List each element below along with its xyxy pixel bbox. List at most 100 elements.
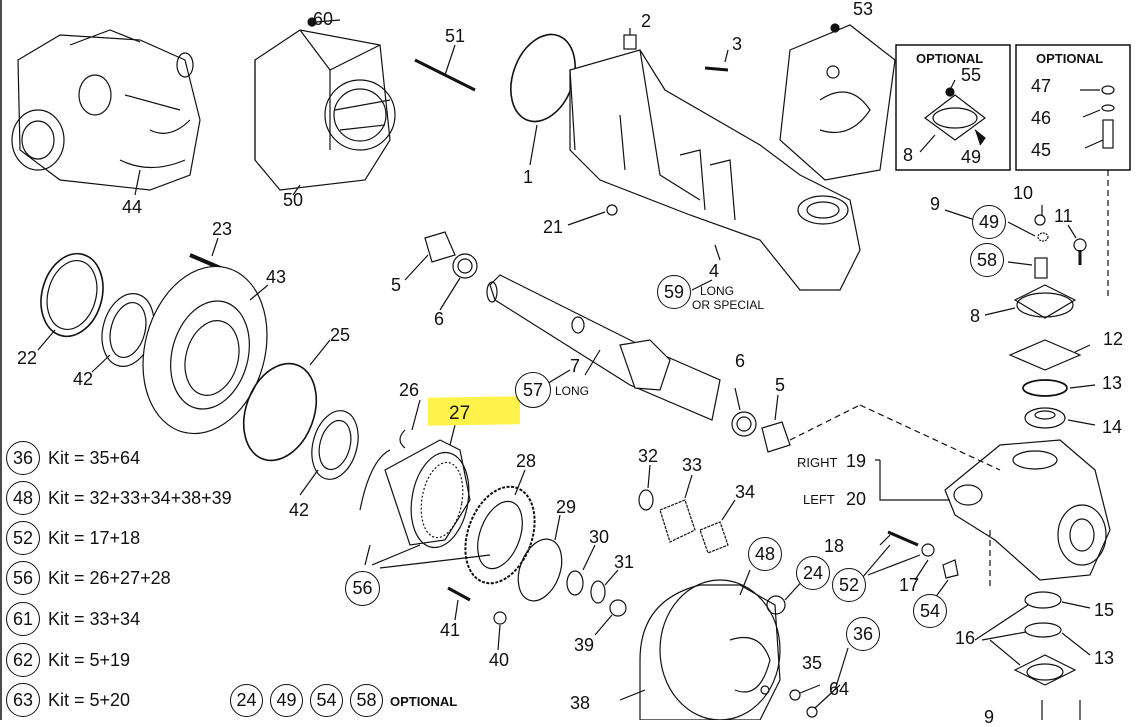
kit-row-52: 52 Kit = 17+18 [6, 521, 140, 555]
part-label: 10 [1013, 183, 1034, 203]
left-label: LEFT [803, 492, 835, 507]
kit-row-56: 56 Kit = 26+27+28 [6, 561, 171, 595]
kit-text: Kit = 32+33+34+38+39 [48, 487, 232, 508]
circled-callout: 59 [657, 275, 691, 309]
part-label: 43 [266, 267, 287, 287]
note-long: LONG [555, 384, 590, 398]
kit-number: 36 [6, 441, 40, 475]
circled-callout: 56 [345, 571, 380, 606]
circled-callout: 57 [515, 372, 551, 408]
part-label: 20 [846, 489, 867, 509]
part-label: 22 [17, 348, 38, 368]
part-label: 16 [955, 628, 976, 648]
part-label: 7 [570, 356, 581, 376]
part-label: 18 [824, 536, 845, 556]
part-label: 46 [1031, 108, 1052, 128]
part-label: 13 [1102, 373, 1123, 393]
part-label: 2 [641, 11, 652, 31]
part-label: 49 [961, 147, 982, 167]
optional-note: OPTIONAL [390, 694, 458, 709]
circled-callout: 48 [748, 537, 782, 571]
optional-box-heading: OPTIONAL [1036, 51, 1104, 66]
axle-tube-drawing [569, 49, 861, 291]
kit-number: 48 [6, 481, 40, 515]
part-label: 34 [735, 482, 756, 502]
part-label: 14 [1102, 417, 1123, 437]
right-label: RIGHT [797, 455, 838, 470]
planetary-housing-drawing [639, 579, 781, 720]
circled-callout: 36 [846, 617, 880, 651]
kit-text: Kit = 26+27+28 [48, 567, 171, 588]
part-label: 29 [556, 497, 577, 517]
part-label: 5 [775, 375, 786, 395]
optional-callout: 49 [270, 684, 303, 717]
carrier-housing-drawing [254, 17, 396, 196]
kit-text: Kit = 17+18 [48, 527, 141, 548]
kit-number: 61 [6, 602, 40, 636]
kit-number: 62 [6, 643, 40, 677]
part-label: 31 [614, 552, 635, 572]
part-label: 9 [984, 707, 995, 727]
note-long: LONG [700, 284, 735, 298]
part-label: 38 [570, 693, 591, 713]
circled-callout: 52 [832, 568, 866, 602]
axle-shaft-drawing [486, 274, 721, 421]
part-label: 6 [735, 351, 746, 371]
kit-row-63: 63 Kit = 5+20 [6, 683, 130, 717]
part-label: 45 [1031, 140, 1052, 160]
kit-text: Kit = 5+19 [48, 649, 131, 670]
circled-callout: 58 [970, 243, 1004, 277]
part-label: 33 [682, 455, 703, 475]
part-label: 1 [523, 167, 534, 187]
part-label: 53 [853, 0, 874, 19]
part-label: 28 [516, 451, 537, 471]
part-label: 11 [1054, 206, 1073, 226]
part-label: 42 [289, 500, 310, 520]
part-label: 44 [122, 197, 143, 217]
highlighted-part-27: 27 [449, 403, 471, 424]
kit-number: 63 [6, 683, 40, 717]
part-label: 3 [732, 34, 743, 54]
part-label: 12 [1103, 329, 1124, 349]
kit-row-62: 62 Kit = 5+19 [6, 643, 130, 677]
wheel-hub-drawing [142, 265, 268, 435]
part-label: 17 [899, 575, 920, 595]
part-label: 5 [391, 275, 402, 295]
part-label: 47 [1031, 76, 1052, 96]
part-label: 32 [638, 446, 659, 466]
part-label: 19 [846, 451, 867, 471]
part-label: 39 [574, 635, 595, 655]
part-label: 4 [709, 261, 720, 281]
part-label: 6 [434, 309, 445, 329]
kit-row-36: 36 Kit = 35+64 [6, 441, 140, 475]
optional-box-heading: OPTIONAL [916, 51, 984, 66]
kit-row-61: 61 Kit = 33+34 [6, 602, 140, 636]
optional-callout: 58 [350, 684, 383, 717]
kit-text: Kit = 5+20 [48, 689, 131, 710]
optional-callout: 24 [230, 684, 263, 717]
highlight-marker [428, 396, 520, 426]
part-label: 26 [399, 380, 420, 400]
axle-housing-left-drawing [11, 29, 201, 196]
part-label: 50 [283, 190, 304, 210]
kit-text: Kit = 35+64 [48, 447, 141, 468]
part-label: 35 [802, 653, 823, 673]
part-label: 60 [313, 9, 334, 29]
steering-knuckle-drawing [944, 439, 1111, 581]
part-label: 21 [543, 217, 564, 237]
part-label: 41 [440, 620, 461, 640]
part-label: 9 [930, 194, 941, 214]
kit-text: Kit = 33+34 [48, 608, 141, 629]
ring-gear-drawing [384, 439, 471, 549]
part-label: 8 [970, 306, 981, 326]
kit-number: 56 [6, 561, 40, 595]
part-label: 15 [1094, 600, 1115, 620]
note-or-special: OR SPECIAL [692, 298, 765, 312]
part-label: 40 [489, 650, 510, 670]
circled-callout: 24 [796, 556, 830, 590]
part-label: 30 [589, 527, 610, 547]
part-label: 42 [73, 369, 94, 389]
kit-number: 52 [6, 521, 40, 555]
part-label: 64 [829, 679, 850, 699]
